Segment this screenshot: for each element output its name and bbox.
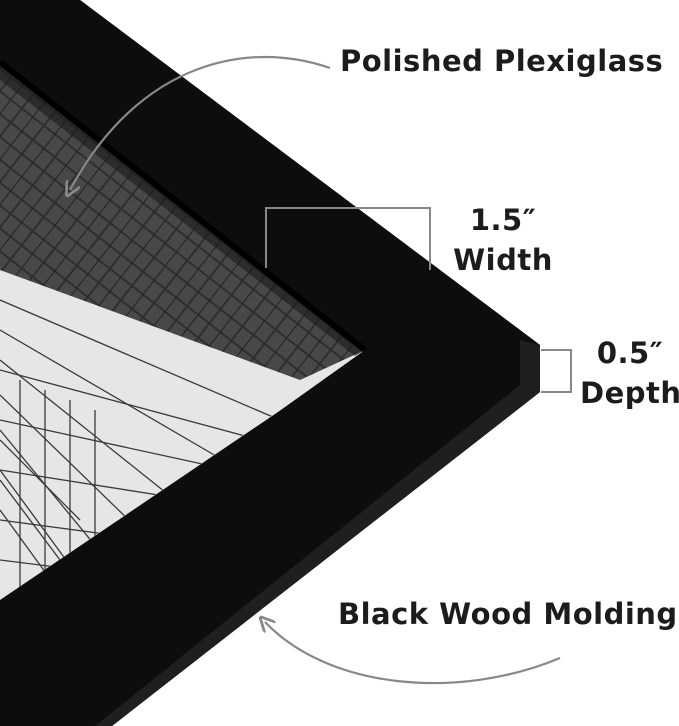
depth-text: Depth (580, 376, 679, 410)
molding-callout-arrow (265, 622, 561, 685)
depth-bracket (541, 349, 572, 393)
width-text: Width (453, 243, 553, 277)
width-value: 1.5″ (469, 203, 537, 237)
plexiglass-callout-arrow (70, 55, 331, 190)
depth-label: 0.5″ Depth (580, 333, 679, 413)
background-top-right (80, 0, 679, 726)
plexiglass-label: Polished Plexiglass (340, 44, 664, 78)
molding-label: Black Wood Molding (338, 597, 678, 631)
width-bracket (265, 207, 431, 270)
width-label: 1.5″ Width (448, 200, 558, 280)
depth-value: 0.5″ (596, 336, 664, 370)
